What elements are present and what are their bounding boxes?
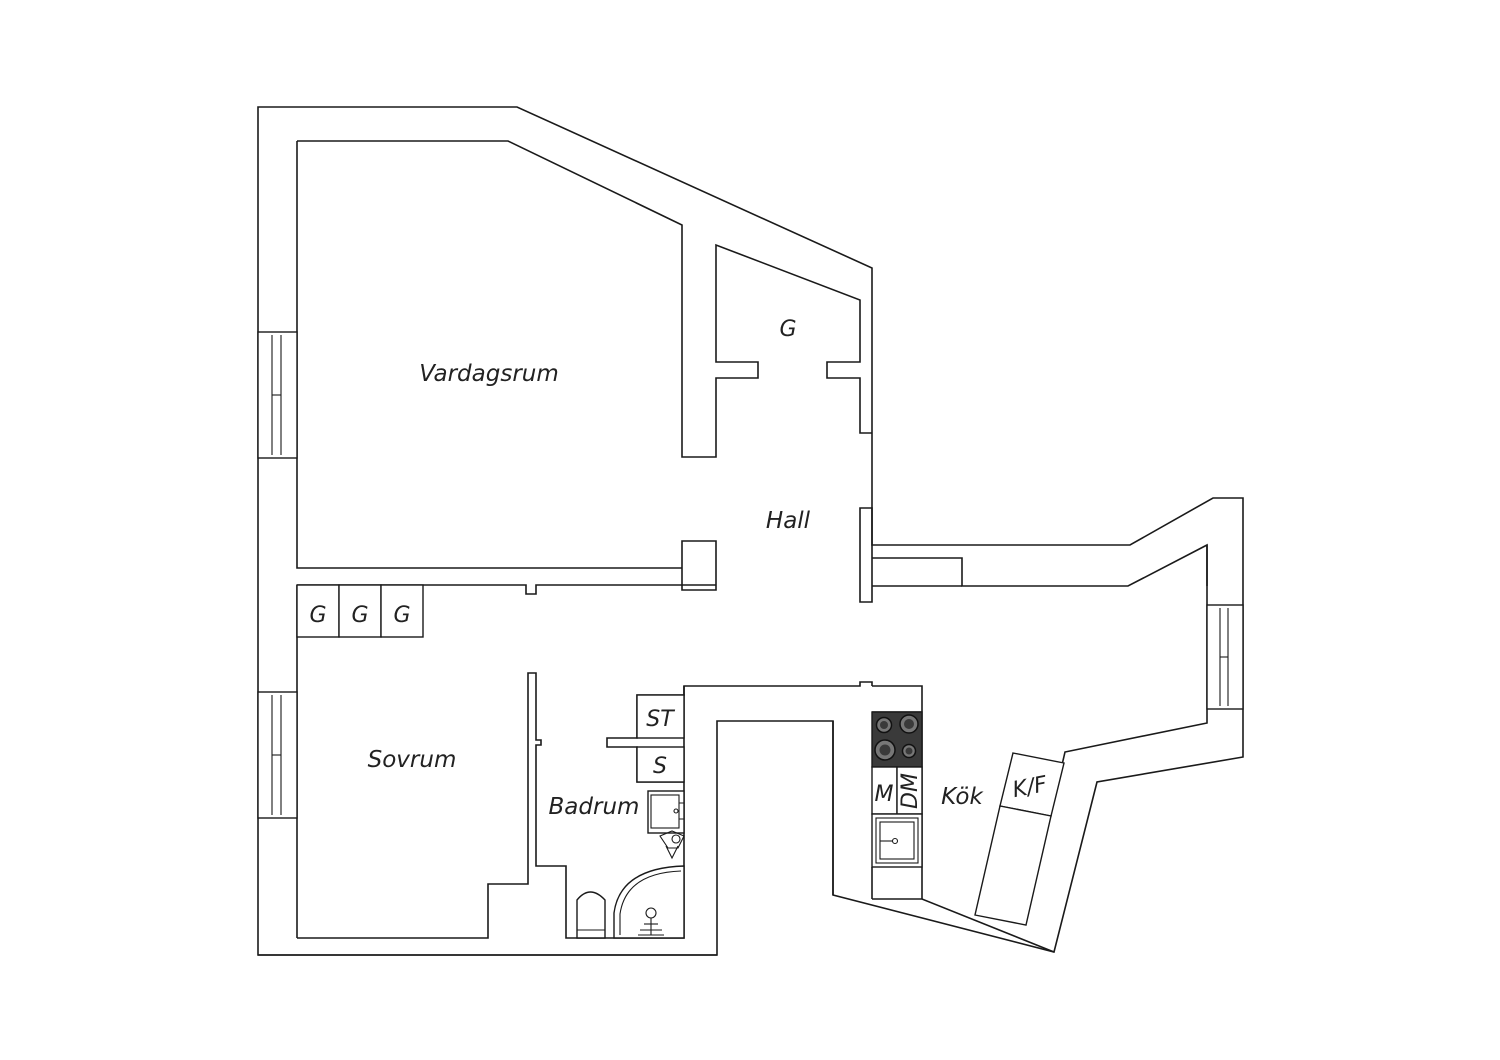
bathroom-fixtures bbox=[576, 694, 685, 939]
windows bbox=[257, 331, 1244, 819]
kitchen-left-wall bbox=[717, 681, 873, 687]
kitchen-bottom-wall bbox=[832, 721, 1055, 953]
bedroom-label: Sovrum bbox=[368, 747, 457, 773]
dryer-box bbox=[636, 694, 685, 739]
closet-upper-label: G bbox=[779, 317, 796, 342]
inner-wall-living-left bbox=[296, 141, 717, 591]
hall-right-jamb bbox=[859, 507, 873, 603]
kitchen-label: Kök bbox=[941, 784, 984, 810]
closet-row-label-3: G bbox=[393, 603, 410, 628]
living-room-label: Vardagsrum bbox=[419, 361, 559, 387]
microwave-label: M bbox=[875, 782, 894, 807]
kitchen-right-wall bbox=[1024, 545, 1208, 926]
closet-row-label-1: G bbox=[309, 603, 326, 628]
kitchen-fixtures bbox=[832, 685, 1065, 953]
shower-icon bbox=[613, 865, 685, 939]
kitchen-sink-icon bbox=[871, 813, 923, 868]
fridge-freezer bbox=[974, 752, 1065, 926]
corridor-top-line bbox=[297, 584, 716, 595]
walls bbox=[257, 106, 1244, 956]
dishwasher-box bbox=[896, 766, 923, 815]
sink-icon bbox=[647, 790, 685, 834]
dishwasher-label: DM bbox=[898, 773, 923, 809]
dryer-label: ST bbox=[646, 707, 675, 732]
stove-icon bbox=[871, 711, 923, 768]
kitchen-upper-wall bbox=[872, 543, 1208, 587]
closet-row bbox=[296, 584, 424, 638]
shower-cabinet-label: S bbox=[653, 754, 667, 779]
window-bedroom bbox=[257, 691, 298, 819]
closet-row-label-2: G bbox=[351, 603, 368, 628]
room-labels: Vardagsrum Hall Sovrum Badrum Kök G G G … bbox=[309, 317, 1049, 820]
window-living bbox=[257, 331, 298, 459]
hall-label: Hall bbox=[766, 508, 811, 534]
outer-wall-outline bbox=[257, 106, 1244, 956]
window-kitchen bbox=[1206, 604, 1244, 710]
shower-cabinet-box bbox=[636, 746, 685, 783]
toilet-icon bbox=[576, 891, 606, 939]
bathroom-label: Badrum bbox=[549, 794, 640, 820]
inner-wall-living bbox=[297, 140, 872, 458]
valve-icon bbox=[659, 830, 685, 860]
